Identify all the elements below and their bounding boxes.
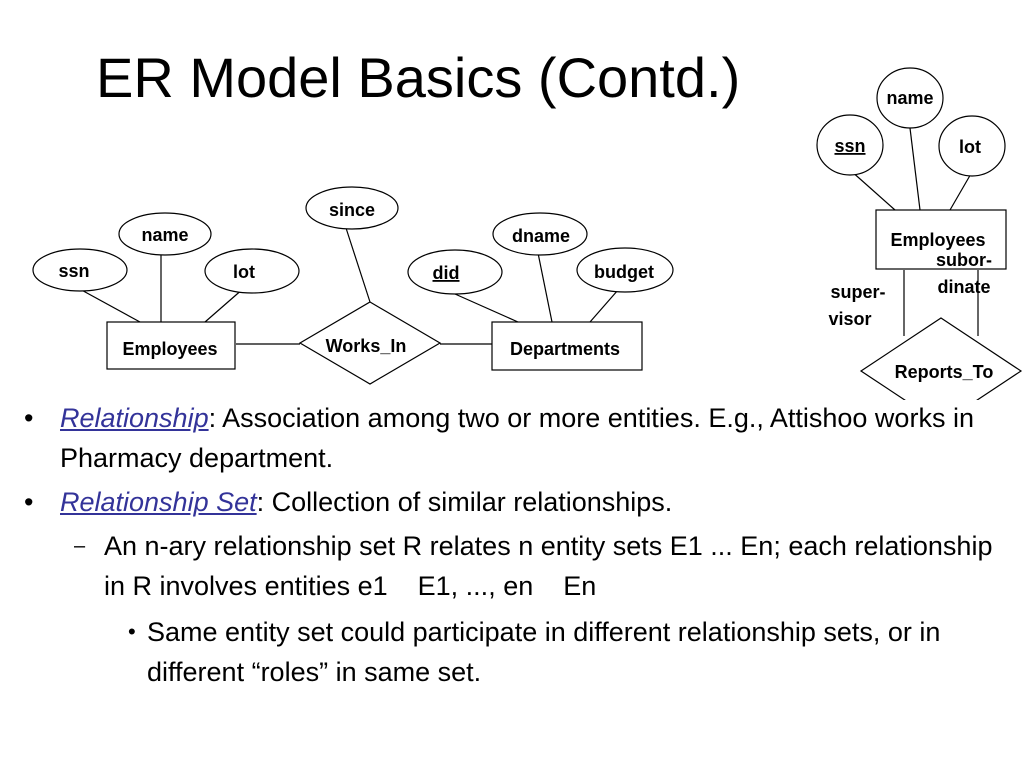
attr-since-label: since xyxy=(329,200,375,220)
relationship-reports-to-diamond xyxy=(859,317,1023,400)
attr-lot-oval-2 xyxy=(938,115,1006,177)
bullet-text: : Collection of similar relationships. xyxy=(256,487,673,517)
sub-bullet-n-ary: – An n-ary relationship set R relates n … xyxy=(18,526,1018,606)
left-connectors xyxy=(75,227,619,345)
attr-name-oval-2 xyxy=(876,67,944,129)
term-relationship: Relationship xyxy=(60,403,209,433)
role-subordinate-label-2: dinate xyxy=(937,277,990,297)
bullet-relationship-set: • Relationship Set: Collection of simila… xyxy=(18,482,1018,522)
attr-did-oval xyxy=(407,249,503,295)
attr-budget-label: budget xyxy=(594,262,654,282)
bullet-text: : Association among two or more entities… xyxy=(60,403,974,473)
sub-sub-bullet-text: Same entity set could participate in dif… xyxy=(147,617,941,687)
dash-marker: – xyxy=(74,535,86,557)
attr-name-label-2: name xyxy=(886,88,933,108)
attr-ssn-label-2: ssn xyxy=(834,136,865,156)
attr-lot-oval xyxy=(204,248,300,294)
sub-sub-bullet-roles: • Same entity set could participate in d… xyxy=(18,612,1018,692)
sub-bullet-text: An n-ary relationship set R relates n en… xyxy=(104,531,993,601)
entity-employees-box-2 xyxy=(875,209,1007,270)
sub-bullet-text-2: E1, ..., en xyxy=(417,571,534,601)
attr-dname-oval xyxy=(492,212,588,256)
attr-ssn-oval-2 xyxy=(816,114,884,176)
attr-lot-label: lot xyxy=(233,262,255,282)
entity-departments-label: Departments xyxy=(510,339,620,359)
relationship-works-in-diamond xyxy=(298,301,442,385)
bullet-marker: • xyxy=(128,619,136,644)
page-title: ER Model Basics (Contd.) xyxy=(96,46,741,109)
bullet-marker: • xyxy=(24,487,34,517)
attr-ssn-oval xyxy=(32,248,128,292)
attr-did-label: did xyxy=(433,263,460,283)
attr-name-oval xyxy=(118,212,212,256)
attr-since-oval xyxy=(305,186,399,230)
entity-departments-box xyxy=(491,321,643,371)
attr-name-label: name xyxy=(141,225,188,245)
relationship-works-in-label: Works_In xyxy=(326,336,407,356)
right-connectors xyxy=(849,127,979,336)
entity-employees-label-2: Employees xyxy=(890,230,985,250)
sub-bullet-text-3: En xyxy=(563,571,597,601)
attr-ssn-label: ssn xyxy=(58,261,89,281)
attr-dname-label: dname xyxy=(512,226,570,246)
entity-employees-box xyxy=(106,321,236,370)
role-subordinate-label-1: subor- xyxy=(936,250,992,270)
bullet-list: • Relationship: Association among two or… xyxy=(18,398,1018,692)
attr-budget-oval xyxy=(576,247,674,293)
bullet-marker: • xyxy=(24,403,34,433)
attr-lot-label-2: lot xyxy=(959,137,981,157)
role-supervisor-label-1: super- xyxy=(830,282,885,302)
entity-employees-label: Employees xyxy=(122,339,217,359)
er-diagrams: ssn name lot Employees Works_In since di… xyxy=(32,67,1023,400)
role-supervisor-label-2: visor xyxy=(828,309,871,329)
relationship-reports-to-label: Reports_To xyxy=(895,362,994,382)
term-relationship-set: Relationship Set xyxy=(60,487,257,517)
bullet-relationship: • Relationship: Association among two or… xyxy=(18,398,1018,478)
